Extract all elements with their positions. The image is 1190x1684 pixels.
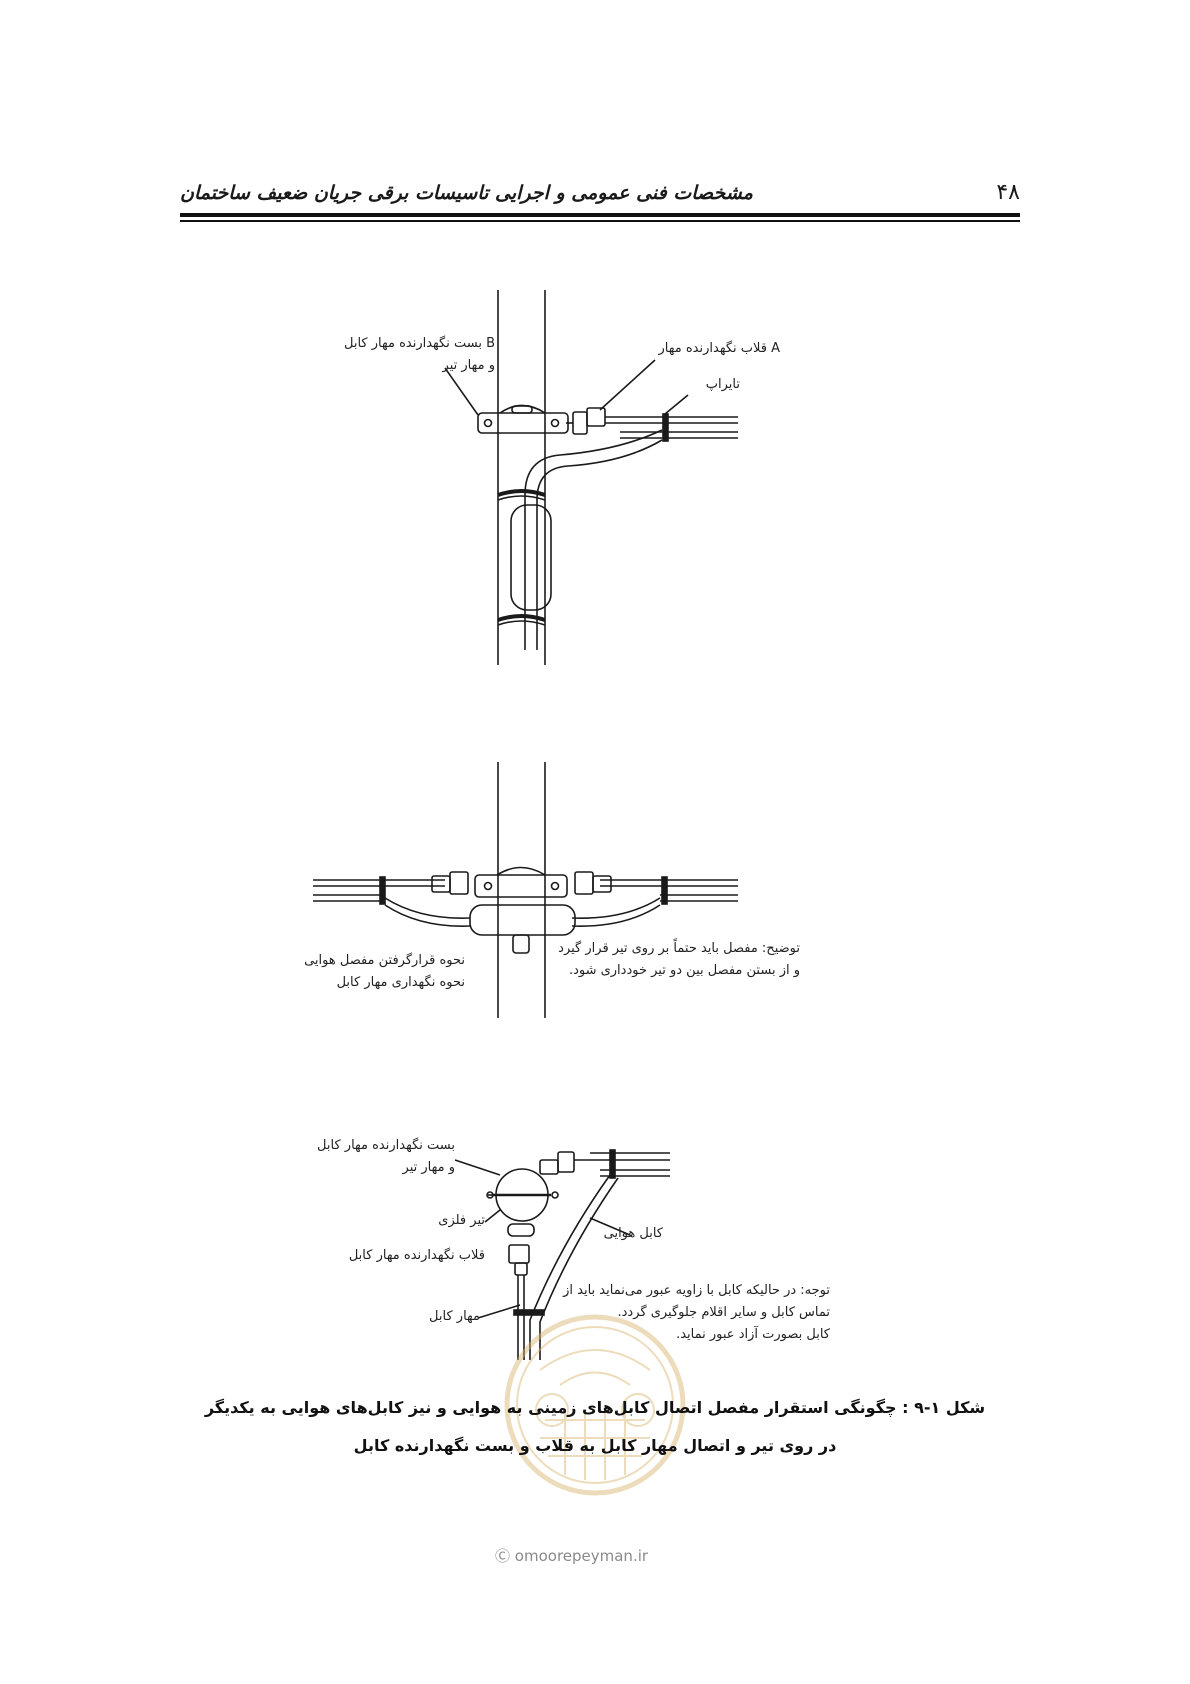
label-guy-wire: مهار کابل bbox=[429, 1309, 480, 1324]
note-splice: توضیح: مفصل باید حتماً بر روی تیر قرار گ… bbox=[558, 941, 800, 978]
figure-caption-line-2: در روی تیر و اتصال مهار کابل به قلاب و ب… bbox=[353, 1436, 837, 1455]
running-title: مشخصات فنی عمومی و اجرایی تاسیسات برقی ج… bbox=[180, 182, 753, 204]
page-header: ۴۸ مشخصات فنی عمومی و اجرایی تاسیسات برق… bbox=[180, 180, 1020, 220]
label-guy-hook: قلاب نگهدارنده مهار کابل bbox=[348, 1248, 485, 1263]
figure-3-drawing bbox=[454, 1149, 670, 1360]
label-hook-a: A قلاب نگهدارنده مهار bbox=[658, 341, 780, 356]
page-number: ۴۸ bbox=[996, 180, 1020, 205]
figure-caption-line-1: شکل ۱-۹ : چگونگی استقرار مفصل اتصال کابل… bbox=[204, 1398, 986, 1417]
figure-2-drawing bbox=[313, 762, 738, 1018]
label-splice-placement: نحوه قرارگرفتن مفصل هوایی نحوه نگهداری م… bbox=[304, 953, 465, 990]
at-icon: Ⓒ bbox=[495, 1547, 511, 1565]
header-rule-thin bbox=[180, 220, 1020, 222]
label-metal-pole: تیر فلزی bbox=[438, 1213, 485, 1228]
watermark-stamp-icon bbox=[504, 1314, 686, 1496]
label-aerial-cable: کابل هوایی bbox=[603, 1226, 663, 1241]
label-clamp-b: B بست نگهدارنده مهار کابل و مهار تیر bbox=[344, 336, 495, 373]
watermark-website: Ⓒ omoorepeyman.ir bbox=[495, 1547, 649, 1565]
label-cable-clamp: بست نگهدارنده مهار کابل و مهار تیر bbox=[317, 1138, 455, 1175]
label-tirap: تایراپ bbox=[705, 377, 740, 392]
note-angle-crossing: توجه: در حالیکه کابل با زاویه عبور می‌نم… bbox=[563, 1283, 830, 1342]
header-rule-thick bbox=[180, 213, 1020, 217]
figure-1-drawing bbox=[444, 290, 738, 665]
